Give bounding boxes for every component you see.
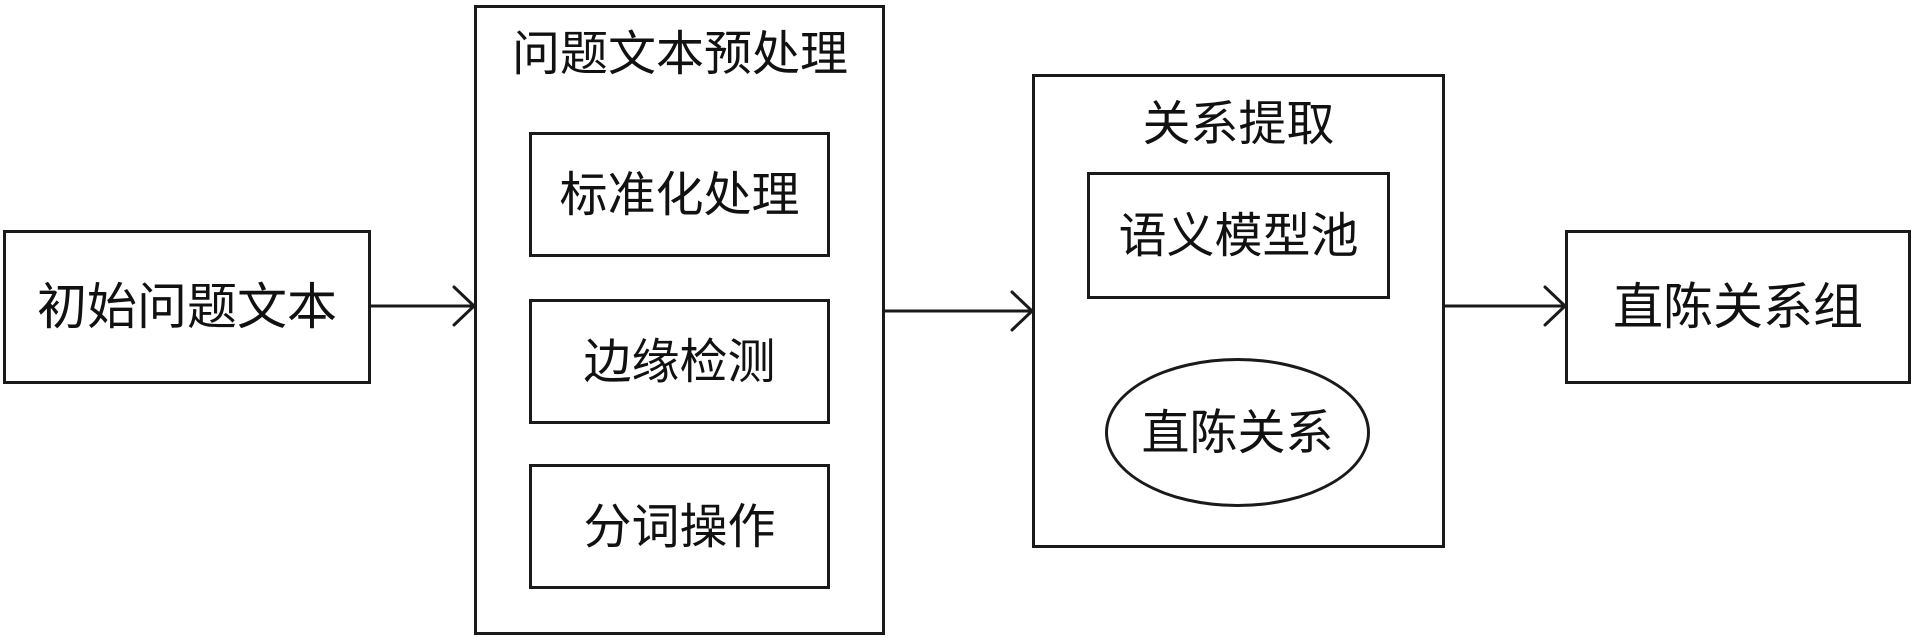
preprocess-step-edge-detection: 边缘检测	[529, 299, 830, 424]
semantic-model-pool-label: 语义模型池	[1118, 207, 1359, 264]
step-label: 标准化处理	[559, 166, 800, 223]
input-text-box: 初始问题文本	[3, 230, 371, 384]
step-label: 分词操作	[583, 498, 776, 555]
direct-relation-label: 直陈关系	[1141, 404, 1334, 461]
arrow-input-to-preprocess	[369, 285, 476, 327]
preprocess-step-normalize: 标准化处理	[529, 132, 830, 257]
arrow-preprocess-to-extraction	[883, 290, 1034, 332]
semantic-model-pool-box: 语义模型池	[1087, 172, 1390, 299]
input-text-label: 初始问题文本	[37, 278, 337, 336]
output-box: 直陈关系组	[1565, 230, 1911, 384]
extraction-title: 关系提取	[1142, 96, 1335, 152]
preprocess-title: 问题文本预处理	[511, 26, 848, 82]
output-label: 直陈关系组	[1613, 278, 1863, 336]
preprocess-step-tokenize: 分词操作	[529, 464, 830, 589]
step-label: 边缘检测	[583, 333, 776, 390]
arrow-extraction-to-output	[1443, 285, 1567, 327]
direct-relation-ellipse: 直陈关系	[1105, 358, 1370, 507]
